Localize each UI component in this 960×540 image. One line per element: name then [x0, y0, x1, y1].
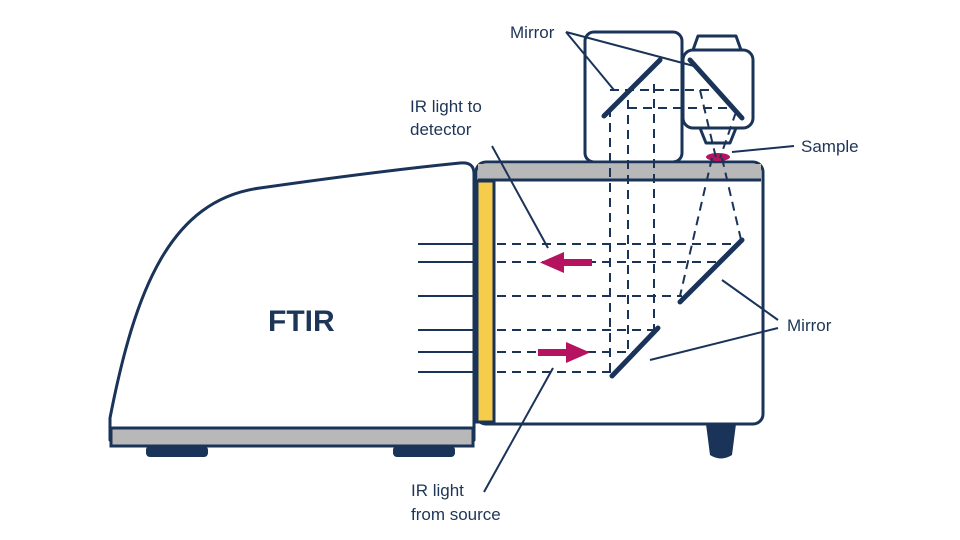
sample-label: Sample	[801, 137, 859, 156]
ir-to-detector-label-line2: detector	[410, 120, 472, 139]
mirror-top-label: Mirror	[510, 23, 555, 42]
mirror-upper-right	[687, 57, 745, 121]
mirror-lower-right	[677, 237, 745, 305]
left-arrow-icon	[540, 252, 592, 273]
accessory-body	[474, 160, 765, 426]
leader-lines	[483, 31, 795, 493]
upper-mirror-box	[583, 30, 684, 164]
objective-nose	[698, 126, 738, 145]
ftir-housing	[108, 161, 476, 457]
ftir-foot-left	[146, 446, 208, 457]
mirror-lower-left	[609, 325, 661, 379]
ir-from-source-label-line2: from source	[411, 505, 501, 524]
accessory-foot	[706, 424, 736, 459]
ftir-foot-right	[393, 446, 455, 457]
mirror-right-label: Mirror	[787, 316, 832, 335]
ftir-label: FTIR	[268, 305, 335, 338]
objective-cap	[691, 34, 743, 52]
mirror-upper-left	[601, 57, 663, 119]
mirrors	[601, 57, 745, 379]
microscope-objective	[681, 34, 755, 161]
beam-lines-left	[418, 243, 478, 373]
ftir-body	[108, 161, 476, 442]
sample-spot	[706, 153, 730, 161]
yellow-window	[475, 179, 496, 424]
ftir-base-strip	[109, 426, 475, 448]
right-arrow-icon	[538, 342, 590, 363]
ir-to-detector-label-line1: IR light to	[410, 97, 482, 116]
accessory-top-strip	[478, 164, 761, 180]
ir-from-source-label-line1: IR light	[411, 481, 464, 500]
accessory-box	[474, 160, 765, 459]
